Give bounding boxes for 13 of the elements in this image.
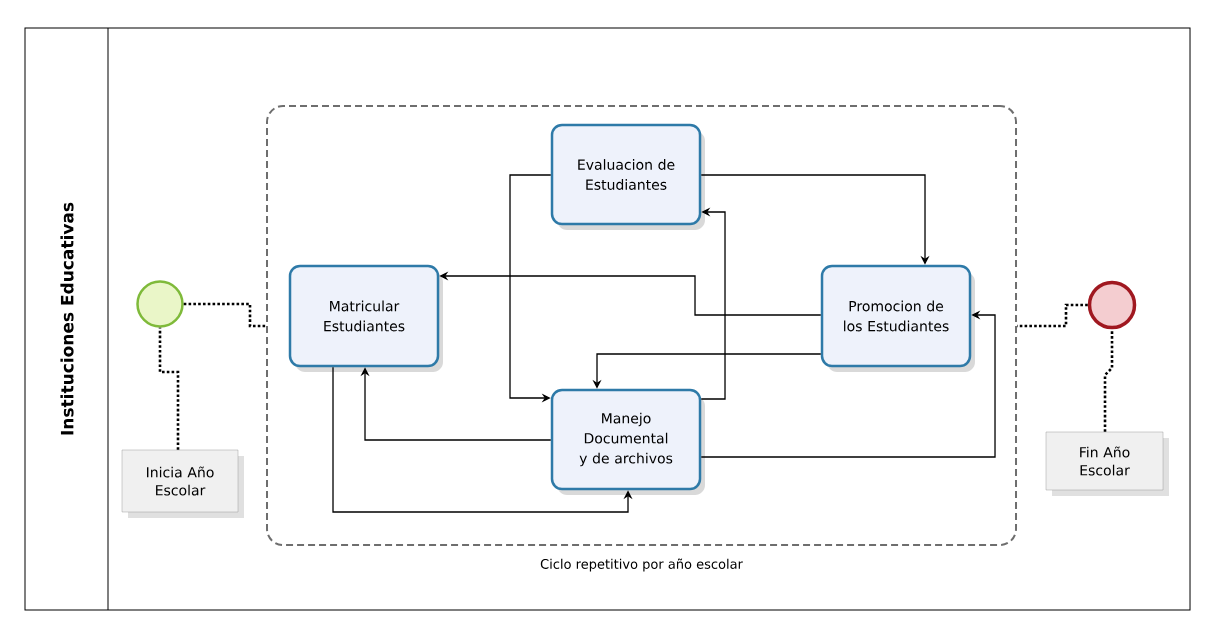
association-line (158, 327, 180, 450)
association-line (1017, 303, 1088, 328)
annotation-box: Inicia Año Escolar (121, 449, 244, 518)
association-line (1103, 329, 1114, 432)
task-box: Matricular Estudiantes (288, 264, 443, 372)
end-event-circle (1087, 280, 1137, 330)
association-line (183, 302, 266, 328)
task-box: Evaluacion de Estudiantes (550, 123, 705, 230)
annotation-box: Fin Año Escolar (1045, 431, 1169, 496)
task-box: Promocion de los Estudiantes (820, 264, 975, 372)
node-label: Ciclo repetitivo por año escolar (540, 558, 743, 572)
start-event-circle (136, 280, 184, 328)
task-box: Manejo Documental y de archivos (550, 388, 705, 495)
